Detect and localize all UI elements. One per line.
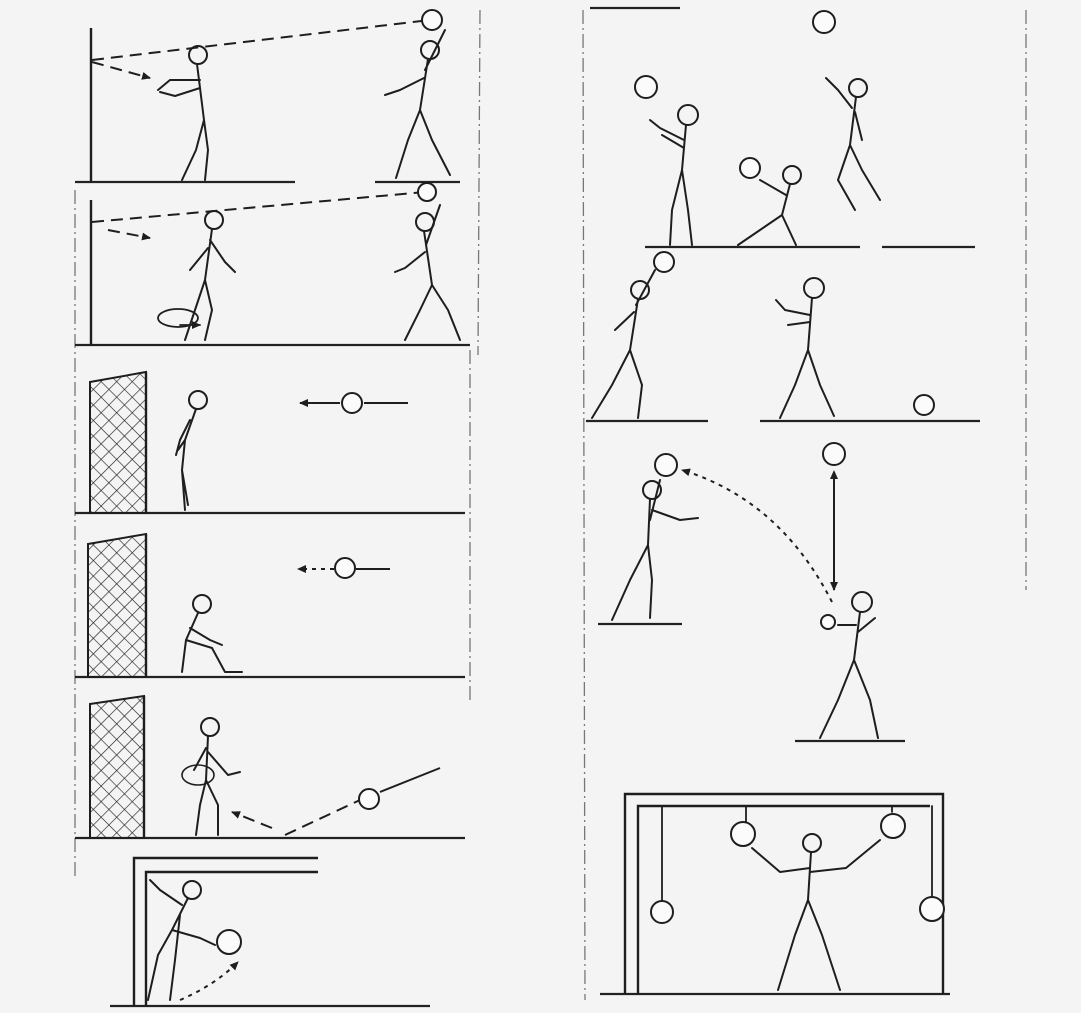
- panel-wall-throw-catch: [75, 10, 460, 182]
- ball: [914, 395, 934, 415]
- player-seated: [738, 158, 801, 245]
- panel-hanging-balls-frame: [600, 794, 950, 994]
- goalkeeper: [176, 391, 207, 510]
- ball: [422, 10, 442, 30]
- player-catching-lob: [612, 480, 698, 620]
- ball-path: [92, 20, 430, 60]
- hanging-ball: [651, 901, 673, 923]
- goal-net: [90, 696, 144, 838]
- goalkeeper-seated: [182, 595, 242, 672]
- panel-goal-corner-save: [110, 858, 430, 1006]
- rebound-arrow: [108, 230, 150, 238]
- ball: [823, 443, 845, 465]
- column-dividers: [75, 10, 1026, 1000]
- player-hitting-balls: [752, 834, 880, 990]
- ball-path: [285, 800, 360, 835]
- goal-net: [90, 372, 146, 513]
- player-throwing: [385, 30, 450, 178]
- player-jumping: [826, 78, 880, 210]
- player-receiving: [776, 278, 834, 418]
- ball: [813, 11, 835, 33]
- ball-direction-arrow: [232, 812, 272, 828]
- panel-wall-throw-bounce-catch: [75, 183, 470, 345]
- ball: [217, 930, 241, 954]
- player-bounce-catch: [158, 211, 235, 340]
- panel-pair-pass-with-ball: [586, 252, 980, 421]
- goalkeeper: [182, 718, 240, 835]
- ball: [359, 789, 379, 809]
- player-reaching-up: [650, 105, 698, 245]
- ball: [635, 76, 657, 98]
- hanging-ball: [881, 814, 905, 838]
- ball: [342, 393, 362, 413]
- ball-path: [92, 192, 425, 222]
- panel-goal-seated-rolling-ball: [75, 534, 465, 677]
- rebound-arrow: [92, 62, 150, 78]
- panel-goal-low-bounce-ball: [75, 696, 465, 838]
- player-tossing: [820, 592, 878, 738]
- hanging-ball: [920, 897, 944, 921]
- ball: [655, 454, 677, 476]
- panel-goal-rolling-ball: [75, 372, 465, 513]
- goal-net: [88, 534, 146, 677]
- lob-path: [682, 470, 832, 602]
- player-throwing: [395, 205, 460, 340]
- panel-lob-and-vertical-ball: [598, 443, 905, 741]
- ball: [418, 183, 436, 201]
- player-catching: [158, 46, 208, 180]
- player-throwing-overhead: [592, 270, 655, 418]
- hanging-ball: [731, 822, 755, 846]
- ball-path: [180, 962, 238, 1000]
- ball: [654, 252, 674, 272]
- ball-trail: [380, 768, 440, 792]
- goalkeeper-diving: [148, 880, 215, 1000]
- ball: [335, 558, 355, 578]
- panel-high-ball-catch-trio: [590, 8, 975, 247]
